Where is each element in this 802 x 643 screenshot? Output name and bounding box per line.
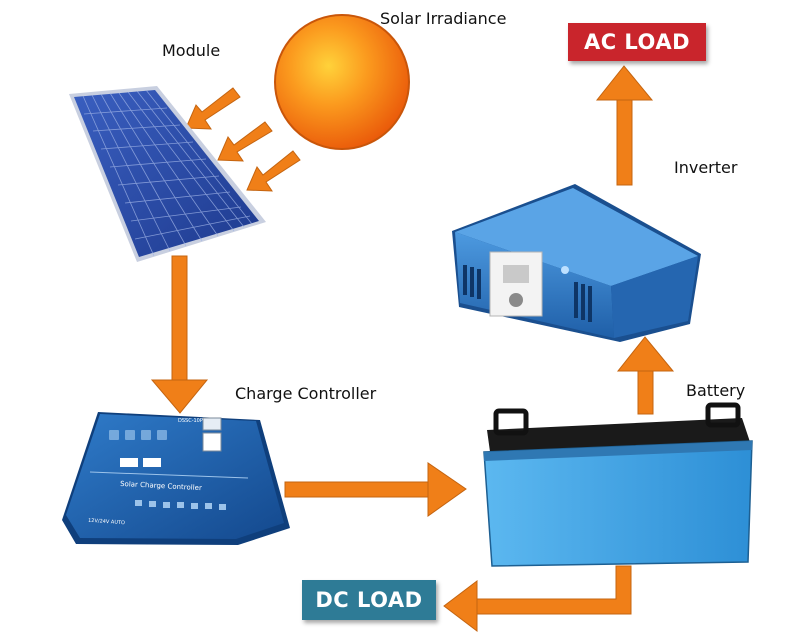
module-label: Module xyxy=(162,41,221,60)
controller-model: DSSC-10P xyxy=(178,418,203,424)
arrow-battery-to-dc-load xyxy=(443,565,632,633)
sun-icon xyxy=(274,14,410,150)
charge-controller-label: Charge Controller xyxy=(235,384,377,403)
solar-irradiance-label: Solar Irradiance xyxy=(380,9,507,28)
dc-load-box: DC LOAD xyxy=(302,580,436,620)
irradiance-arrows xyxy=(185,87,301,192)
charge-controller-icon xyxy=(62,412,290,545)
arrow-module-to-controller xyxy=(150,255,209,414)
inverter-icon xyxy=(452,184,701,342)
arrow-inverter-to-ac-load xyxy=(595,65,654,186)
battery-icon xyxy=(483,402,753,567)
ac-load-box: AC LOAD xyxy=(568,23,706,61)
arrow-battery-to-inverter xyxy=(616,336,675,415)
battery-label: Battery xyxy=(686,381,746,400)
solar-panel-icon xyxy=(69,86,266,262)
inverter-label: Inverter xyxy=(674,158,738,177)
arrow-controller-to-battery xyxy=(284,462,467,517)
